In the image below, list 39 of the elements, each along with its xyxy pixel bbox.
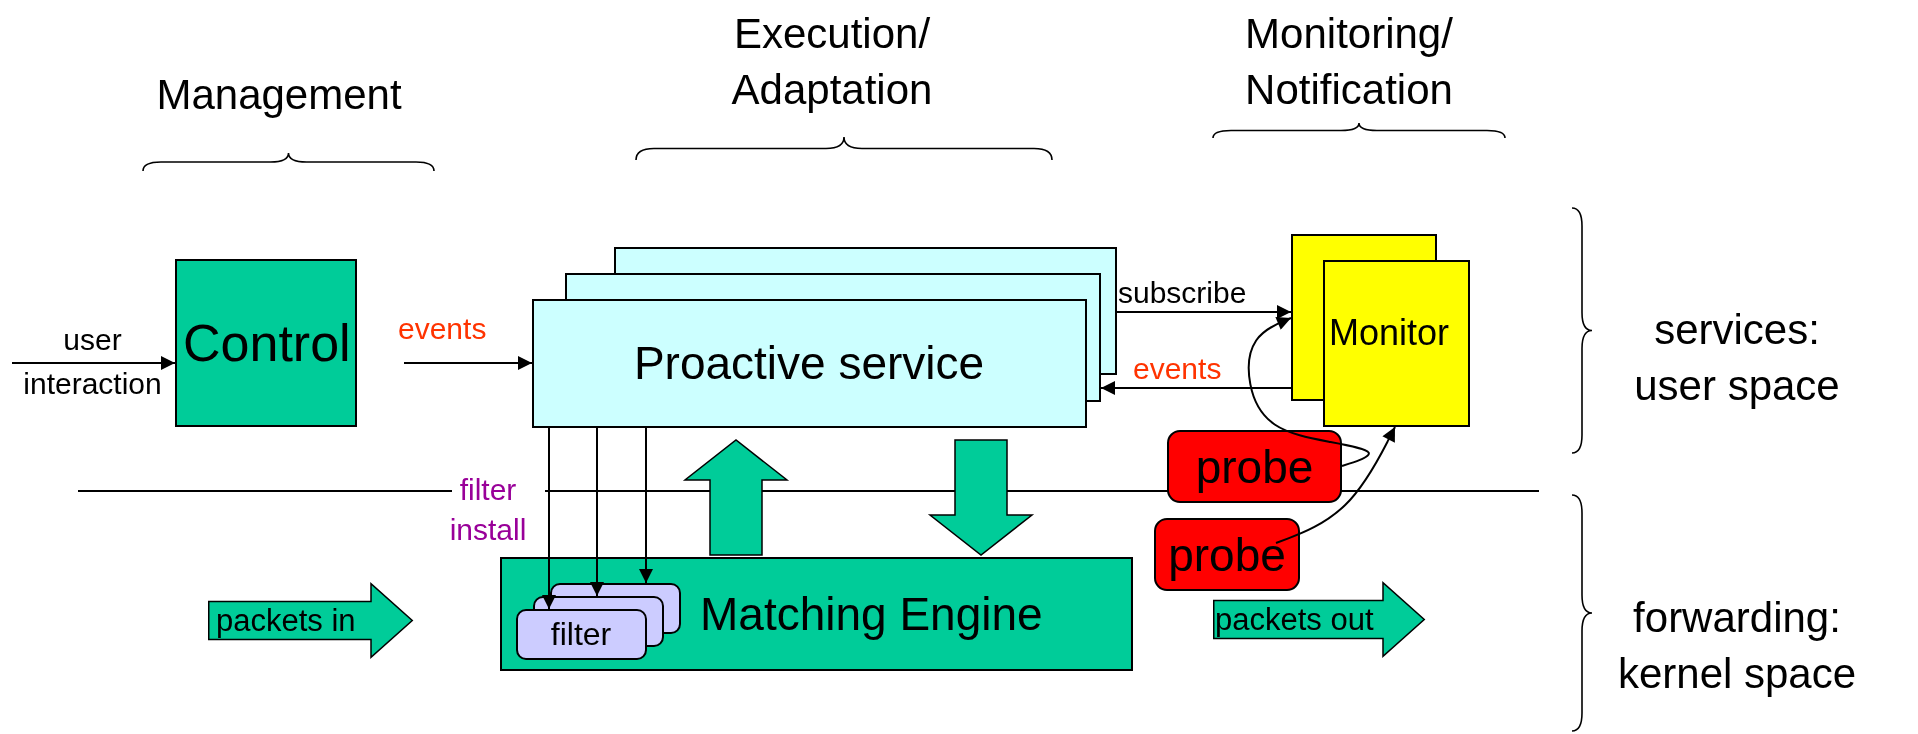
- block-arrow: [1213, 582, 1425, 657]
- edge-label: user interaction: [22, 322, 163, 402]
- control-box: [175, 259, 357, 427]
- stacked-service-cards: [532, 247, 1117, 428]
- heading-label: Management: [155, 70, 403, 120]
- arrow: [542, 427, 556, 610]
- edge-label: subscribe: [1118, 276, 1247, 310]
- curved-arrow: [1247, 316, 1370, 467]
- node-label: packets in: [216, 602, 356, 639]
- node-label: probe: [1195, 439, 1314, 494]
- edge-label: events: [1133, 352, 1222, 386]
- curved-arrow: [1275, 426, 1396, 544]
- edge-label: events: [398, 312, 487, 346]
- heading-label: Execution/ Adaptation: [730, 9, 934, 115]
- node-label: filter: [550, 615, 612, 653]
- arrow: [11, 356, 176, 370]
- block-arrow: [927, 439, 1035, 556]
- node-label: packets out: [1215, 601, 1374, 638]
- arrow: [403, 356, 533, 370]
- probe-box: [1154, 518, 1300, 591]
- arrow: [590, 427, 604, 597]
- arrow: [1116, 305, 1292, 319]
- matching-engine-box: [500, 557, 1133, 671]
- stacked-monitor-cards: [1291, 234, 1470, 427]
- node-label: probe: [1168, 527, 1286, 582]
- node-label: Monitor: [1329, 312, 1450, 354]
- stacked-filter-cards: [516, 583, 681, 660]
- probe-box: [1167, 430, 1342, 503]
- edge-label: filter install: [448, 472, 528, 548]
- heading-label: Monitoring/ Notification: [1244, 9, 1454, 115]
- block-arrow: [208, 583, 413, 658]
- heading-label: services: user space: [1633, 305, 1841, 411]
- block-arrow: [682, 439, 790, 556]
- node-label: Proactive service: [633, 336, 985, 390]
- arrow: [1100, 381, 1292, 395]
- arrow: [639, 427, 653, 584]
- node-label: Matching Engine: [700, 587, 1043, 641]
- heading-label: forwarding: kernel space: [1616, 593, 1858, 699]
- node-label: Control: [183, 313, 351, 373]
